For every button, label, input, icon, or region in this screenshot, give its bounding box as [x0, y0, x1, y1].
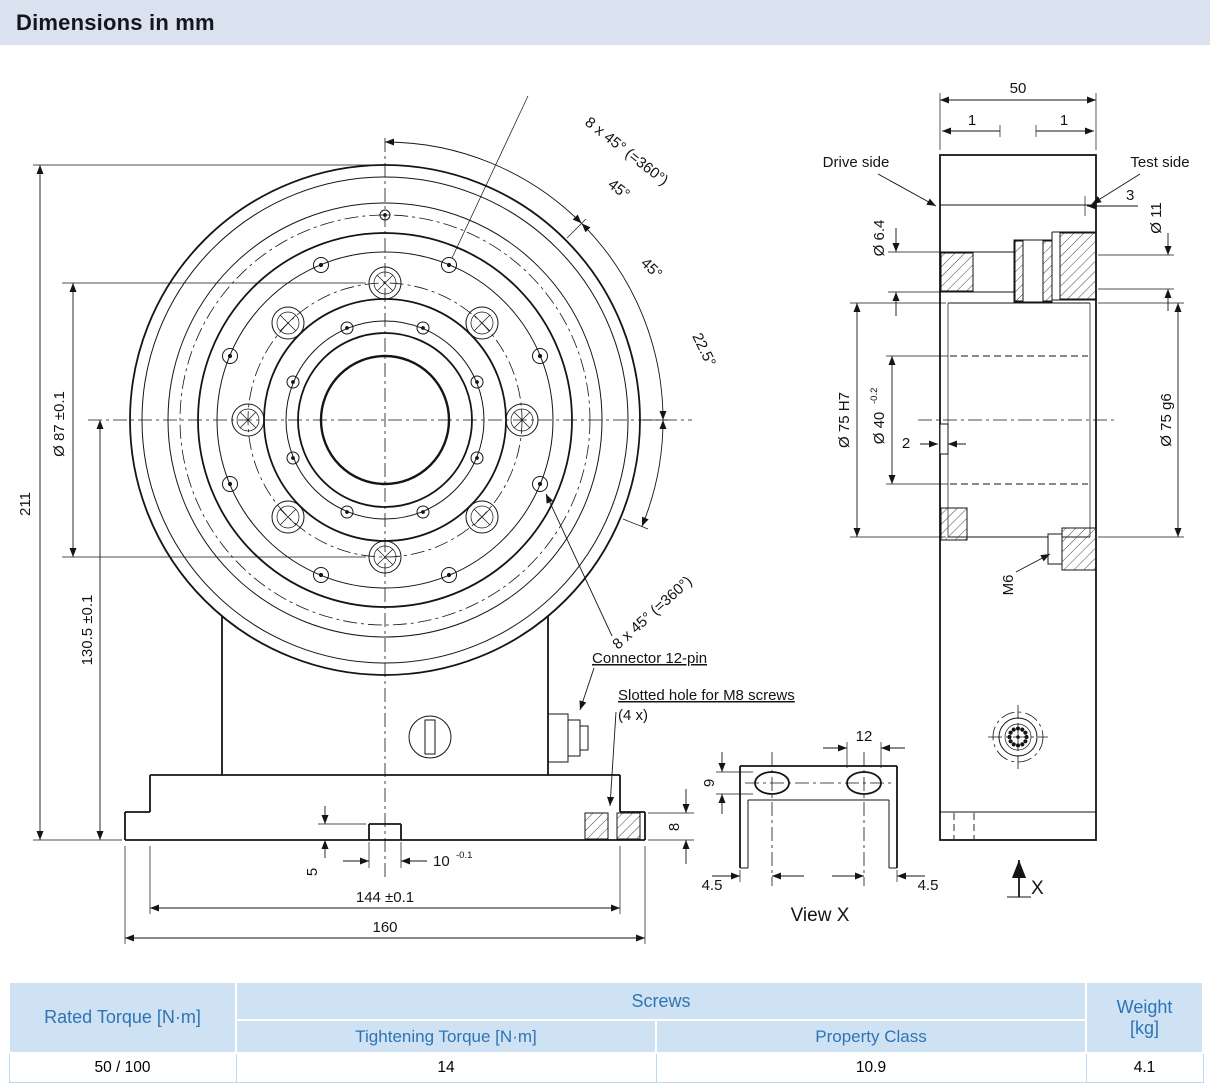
dim-bore-75h7: Ø 75 H7 — [836, 392, 853, 448]
header-rated-torque: Rated Torque [N·m] — [8, 981, 237, 1054]
dim-overall-height: 211 — [17, 492, 34, 516]
dim-hole-pattern-top: 8 x 45° (=360°) — [582, 114, 672, 189]
drive-side-label: Drive side — [823, 154, 890, 171]
cell-tightening-torque: 14 — [235, 1052, 657, 1083]
dim-base-hole-spacing: 144 ±0.1 — [356, 889, 414, 906]
connector-12pin-side — [547, 713, 589, 763]
connector-12pin-face — [988, 705, 1048, 769]
dim-base-thickness: 8 — [666, 823, 683, 831]
dim-notch-depth: 5 — [304, 868, 321, 876]
dim-notch-width-tolerance: -0.1 — [456, 850, 472, 861]
page-title: Dimensions in mm — [16, 9, 215, 35]
table-row: 50 / 100 14 10.9 4.1 — [8, 1052, 1204, 1083]
dim-slot-width: 9 — [701, 779, 718, 787]
slotted-hole-label: Slotted hole for M8 screws — [618, 687, 795, 704]
header-screws: Screws — [234, 981, 1088, 1021]
dim-slot-length: 12 — [856, 728, 873, 745]
dim-center-height: 130.5 ±0.1 — [79, 595, 96, 666]
title-bar: Dimensions in mm — [0, 0, 1210, 45]
dim-edge-right: 4.5 — [918, 877, 939, 894]
dim-angle-45-a: 45° — [605, 176, 633, 203]
view-x-arrow-label: X — [1031, 878, 1044, 899]
cell-property-class: 10.9 — [655, 1052, 1087, 1083]
dim-hole-pattern-bottom: 8 x 45° (=360°) — [609, 573, 695, 653]
header-tightening-torque: Tightening Torque [N·m] — [235, 1019, 657, 1054]
adjustment-plug — [408, 715, 452, 759]
dim-groove-2: 2 — [902, 435, 910, 452]
dim-angle-45-b: 45° — [637, 255, 665, 283]
dim-bore-40-tolerance: -0.2 — [869, 388, 880, 404]
dim-chamf-right: 1 — [1060, 112, 1068, 129]
dim-step-3: 3 — [1126, 187, 1134, 204]
dim-depth-50: 50 — [1010, 80, 1027, 97]
spec-table: Rated Torque [N·m] Screws Weight [kg] Ti… — [8, 981, 1205, 1083]
dim-bore-40-value: Ø 40 — [871, 412, 888, 445]
slotted-hole-count: (4 x) — [618, 707, 648, 724]
side-section-hatching — [940, 232, 1097, 571]
connector-label: Connector 12-pin — [592, 650, 707, 667]
thread-m6-label: M6 — [1000, 575, 1017, 596]
view-x-dimensions — [712, 742, 925, 882]
dim-chamfer-left: 1 — [968, 112, 976, 129]
front-angular-dimensions — [384, 95, 668, 637]
header-weight-line2: [kg] — [1130, 1017, 1160, 1038]
dim-bore-40: Ø 40 -0.2 — [869, 388, 888, 445]
pedestal-base — [124, 616, 646, 841]
header-property-class: Property Class — [654, 1019, 1088, 1054]
m6-screw — [1047, 533, 1063, 565]
dim-shaft-75g6: Ø 75 g6 — [1158, 393, 1175, 446]
side-view: 50 1 1 Drive side Test side Ø 6.4 3 Ø 11… — [823, 80, 1190, 899]
test-side-label: Test side — [1130, 154, 1189, 171]
header-weight: Weight [kg] — [1085, 981, 1205, 1054]
dim-bolt-circle-diameter: Ø 87 ±0.1 — [51, 391, 68, 457]
front-view: 211 Ø 87 ±0.1 130.5 ±0.1 8 x 45° (=360°)… — [17, 95, 795, 944]
mounting-screws — [231, 266, 539, 574]
dim-angle-22-5: 22.5° — [688, 330, 719, 369]
view-x-outline — [739, 752, 898, 886]
side-dimensions — [850, 93, 1184, 898]
front-linear-dimensions — [33, 164, 694, 944]
cell-weight: 4.1 — [1085, 1052, 1204, 1083]
cell-rated-torque: 50 / 100 — [8, 1052, 237, 1083]
header-weight-line1: Weight — [1116, 996, 1173, 1017]
dim-edge-left: 4.5 — [702, 877, 723, 894]
view-x: 12 9 4.5 4.5 View X — [701, 728, 938, 926]
side-outline — [918, 154, 1118, 841]
view-x-label: View X — [791, 905, 850, 926]
dim-hole-6-4: Ø 6.4 — [871, 220, 888, 257]
outer-hole-pattern — [222, 209, 548, 583]
dim-base-width: 160 — [372, 919, 397, 936]
slotted-hole-hatch-left — [584, 812, 609, 840]
inner-hole-pattern — [286, 321, 484, 519]
slotted-hole-hatch-right — [616, 812, 641, 840]
dim-hole-11: Ø 11 — [1148, 202, 1165, 233]
dim-notch-width: 10 — [433, 853, 450, 870]
